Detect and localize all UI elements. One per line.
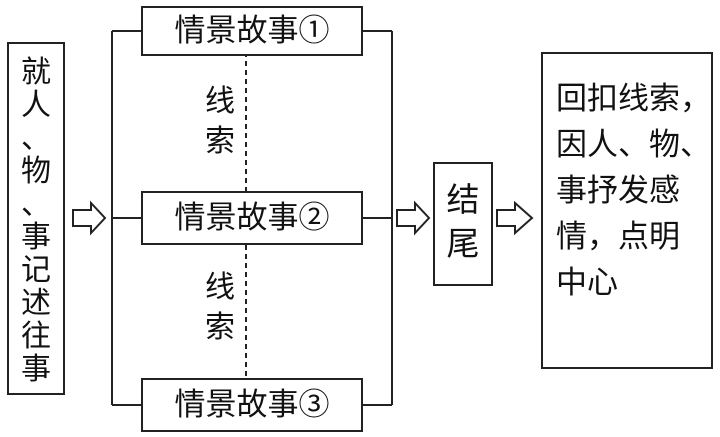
arrow-icon-1 bbox=[72, 200, 107, 236]
summary-box bbox=[541, 52, 713, 369]
story-label-3: 情景故事③ bbox=[174, 387, 330, 423]
story-label-2: 情景故事② bbox=[174, 200, 330, 236]
source-box bbox=[7, 42, 65, 395]
clue-label-2: 线 索 bbox=[205, 270, 235, 345]
ending-text: 结 尾 bbox=[446, 180, 480, 263]
summary-text: 回扣线索， 因人、物、 事抒发感 情，点明 中心 bbox=[556, 81, 711, 301]
story-box-2 bbox=[141, 191, 363, 245]
ending-box bbox=[433, 162, 493, 286]
source-text: 就 人 、 物 、 事 记 述 往 事 bbox=[21, 55, 51, 387]
clue-label-1: 线 索 bbox=[205, 84, 235, 159]
arrow-icon-2 bbox=[396, 200, 431, 236]
story-label-1: 情景故事① bbox=[174, 13, 330, 49]
story-box-3 bbox=[141, 378, 363, 432]
arrow-icon-3 bbox=[496, 200, 534, 236]
story-box-1 bbox=[141, 6, 363, 56]
